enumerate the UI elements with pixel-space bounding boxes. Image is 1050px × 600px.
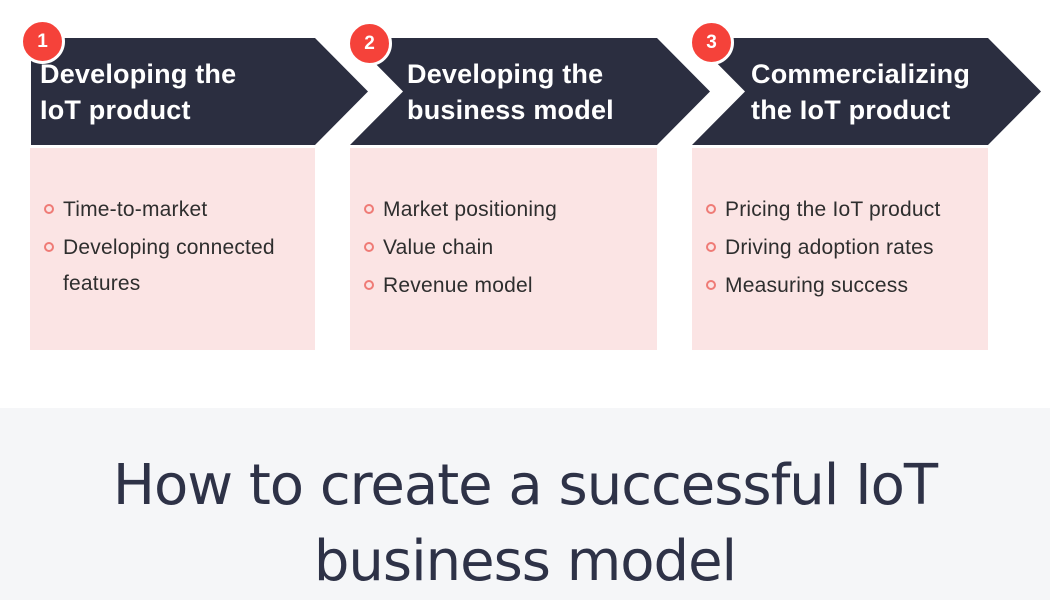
step-header-arrow-1: Developing the IoT product bbox=[31, 38, 368, 145]
list-item: Driving adoption rates bbox=[706, 230, 980, 266]
list-item: Measuring success bbox=[706, 268, 980, 304]
bullet-text: Value chain bbox=[383, 236, 494, 259]
list-item: Revenue model bbox=[364, 268, 649, 304]
step-number-badge-2: 2 bbox=[347, 21, 392, 66]
step-3-title: Commercializing the IoT product bbox=[751, 58, 971, 125]
step-header-arrow-2: Developing the business model bbox=[350, 38, 710, 145]
circle-bullet-icon bbox=[44, 204, 54, 214]
circle-bullet-icon bbox=[364, 280, 374, 290]
step-2-number: 2 bbox=[364, 32, 375, 54]
circle-bullet-icon bbox=[44, 242, 54, 252]
step-panel-3: Pricing the IoT product Driving adoption… bbox=[692, 148, 988, 350]
step-3-number: 3 bbox=[706, 31, 717, 53]
list-item: Developing connected features bbox=[44, 230, 307, 302]
page-title-line-1: How to create a successful IoT bbox=[112, 453, 938, 518]
bullet-text: Market positioning bbox=[383, 198, 558, 221]
circle-bullet-icon bbox=[706, 204, 716, 214]
bullet-text: Pricing the IoT product bbox=[725, 198, 941, 221]
list-item: Time-to-market bbox=[44, 192, 307, 228]
list-item: Value chain bbox=[364, 230, 649, 266]
circle-bullet-icon bbox=[706, 280, 716, 290]
bullet-text: Time-to-market bbox=[63, 198, 208, 221]
step-2-title: Developing the business model bbox=[407, 58, 614, 125]
step-number-badge-1: 1 bbox=[20, 19, 65, 64]
bullet-text: Developing connected features bbox=[63, 236, 275, 295]
bullet-text: Measuring success bbox=[725, 274, 909, 297]
page-title: How to create a successful IoT business … bbox=[0, 408, 1050, 600]
step-number-badge-3: 3 bbox=[689, 20, 734, 65]
bullet-text: Revenue model bbox=[383, 274, 533, 297]
circle-bullet-icon bbox=[364, 204, 374, 214]
circle-bullet-icon bbox=[364, 242, 374, 252]
list-item: Pricing the IoT product bbox=[706, 192, 980, 228]
list-item: Market positioning bbox=[364, 192, 649, 228]
title-banner: How to create a successful IoT business … bbox=[0, 408, 1050, 600]
circle-bullet-icon bbox=[706, 242, 716, 252]
step-1-number: 1 bbox=[37, 30, 48, 52]
step-panel-2: Market positioning Value chain Revenue m… bbox=[350, 148, 657, 350]
step-1-title: Developing the IoT product bbox=[40, 58, 237, 125]
page-title-line-2: business model bbox=[313, 529, 737, 594]
step-panel-1: Time-to-market Developing connected feat… bbox=[30, 148, 315, 350]
step-header-arrow-3: Commercializing the IoT product bbox=[692, 38, 1041, 145]
bullet-text: Driving adoption rates bbox=[725, 236, 934, 259]
